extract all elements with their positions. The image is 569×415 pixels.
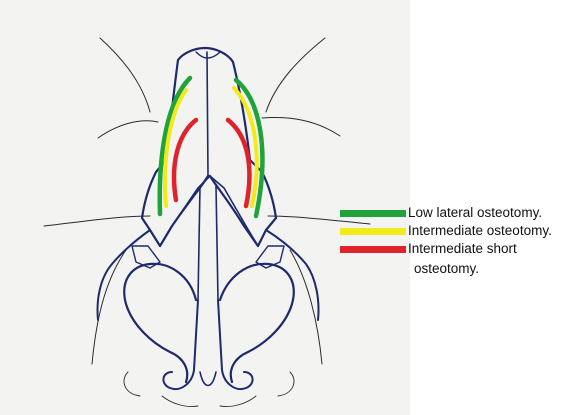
contour-right-upper <box>266 38 325 112</box>
columella-right <box>218 300 253 389</box>
nostril-right <box>278 372 294 396</box>
contour-left-upper <box>100 38 150 112</box>
nasal-midline <box>207 52 208 176</box>
legend-swatch-green <box>340 210 406 217</box>
tip-contour-left <box>162 396 198 407</box>
legend-label-low-lateral: Low lateral osteotomy. <box>408 204 542 221</box>
contour-right-jaw <box>290 250 322 364</box>
contour-right-orbit <box>262 118 340 136</box>
legend-swatch-red <box>340 246 406 253</box>
tip-contour-right <box>220 396 256 407</box>
alar-cartilage-left <box>124 264 196 382</box>
nostril-left <box>124 372 140 396</box>
septum-line-right <box>216 186 218 300</box>
legend-swatch-yellow <box>340 228 406 235</box>
contour-left-cheek <box>44 216 150 226</box>
nasal-top-notch <box>196 52 220 58</box>
upper-lateral-cartilage <box>172 176 258 246</box>
legend: Low lateral osteotomy. Intermediate oste… <box>340 204 569 294</box>
alar-cartilage-right <box>220 264 294 382</box>
septum-line-left <box>198 186 200 300</box>
tip-center <box>200 372 216 386</box>
intermediate-short-osteotomy-left <box>174 120 196 200</box>
legend-label-intermediate-short: Intermediate short <box>408 240 517 257</box>
columella-left <box>163 300 198 389</box>
piriform-left <box>98 230 150 320</box>
legend-label-intermediate: Intermediate osteotomy. <box>408 222 552 239</box>
contour-left-orbit <box>98 121 158 138</box>
legend-label-intermediate-short-cont: osteotomy. <box>414 260 479 277</box>
